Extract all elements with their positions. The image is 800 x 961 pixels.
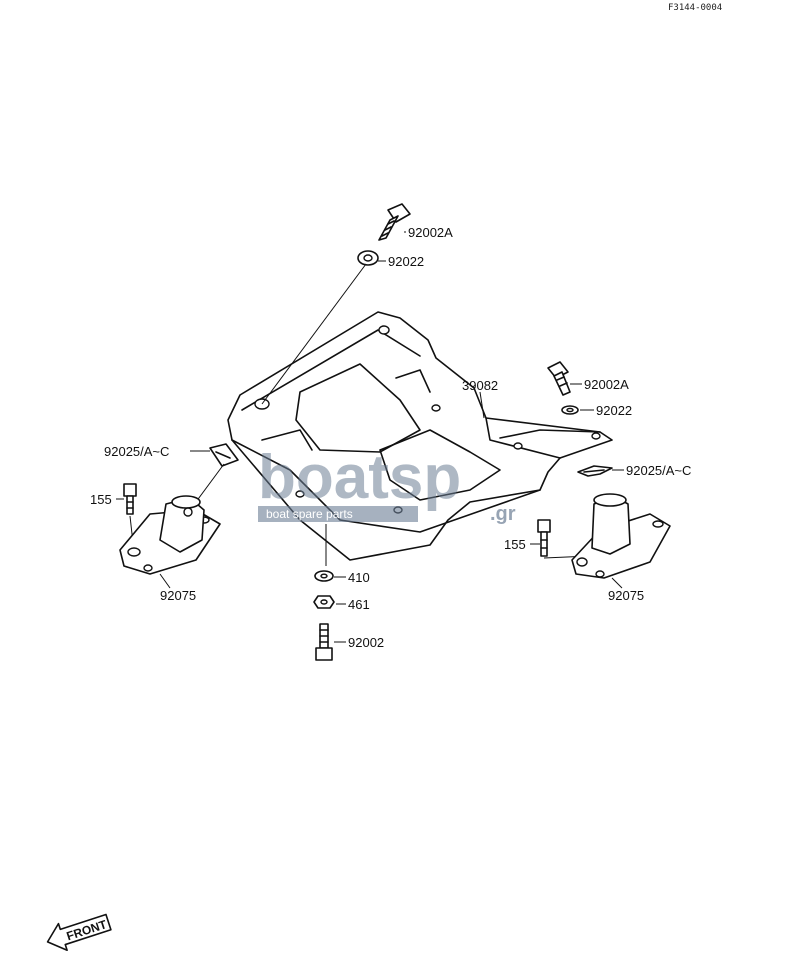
engine-mount-right <box>571 493 671 579</box>
washer-top <box>357 250 379 266</box>
callout-461: 461 <box>348 597 370 612</box>
bolt-right <box>547 361 571 396</box>
bolt-155-right <box>537 519 551 557</box>
callout-washer-right: 92022 <box>596 403 632 418</box>
callout-410: 410 <box>348 570 370 585</box>
watermark-tagline: boat spare parts <box>266 507 353 521</box>
front-direction-arrow: FRONT <box>46 913 112 952</box>
callout-frame: 39082 <box>462 378 498 393</box>
callout-mount-right: 92075 <box>608 588 644 603</box>
callout-bolt-top: 92002A <box>408 225 453 240</box>
engine-mount-left <box>119 495 221 575</box>
watermark-brand: boatsp <box>258 443 461 512</box>
callout-shim-right: 92025/A~C <box>626 463 691 478</box>
engine-bed-frame <box>227 311 613 561</box>
nut-461 <box>313 595 335 609</box>
diagram-code: F3144-0004 <box>668 3 722 13</box>
callout-155-left: 155 <box>90 492 112 507</box>
callout-mount-left: 92075 <box>160 588 196 603</box>
callout-washer-top: 92022 <box>388 254 424 269</box>
callout-shim-left: 92025/A~C <box>104 444 169 459</box>
shim-left <box>209 443 239 467</box>
bolt-top <box>378 203 411 241</box>
bolt-155-left <box>123 483 137 515</box>
callout-bolt-right: 92002A <box>584 377 629 392</box>
watermark: boatsp boat spare parts .gr <box>258 443 516 525</box>
shim-right <box>577 465 613 477</box>
callout-bolt-bottom: 92002 <box>348 635 384 650</box>
watermark-domain: .gr <box>490 503 516 525</box>
callout-155-right: 155 <box>504 537 526 552</box>
washer-410 <box>314 570 334 582</box>
bolt-bottom <box>315 623 333 661</box>
washer-right <box>561 405 579 415</box>
